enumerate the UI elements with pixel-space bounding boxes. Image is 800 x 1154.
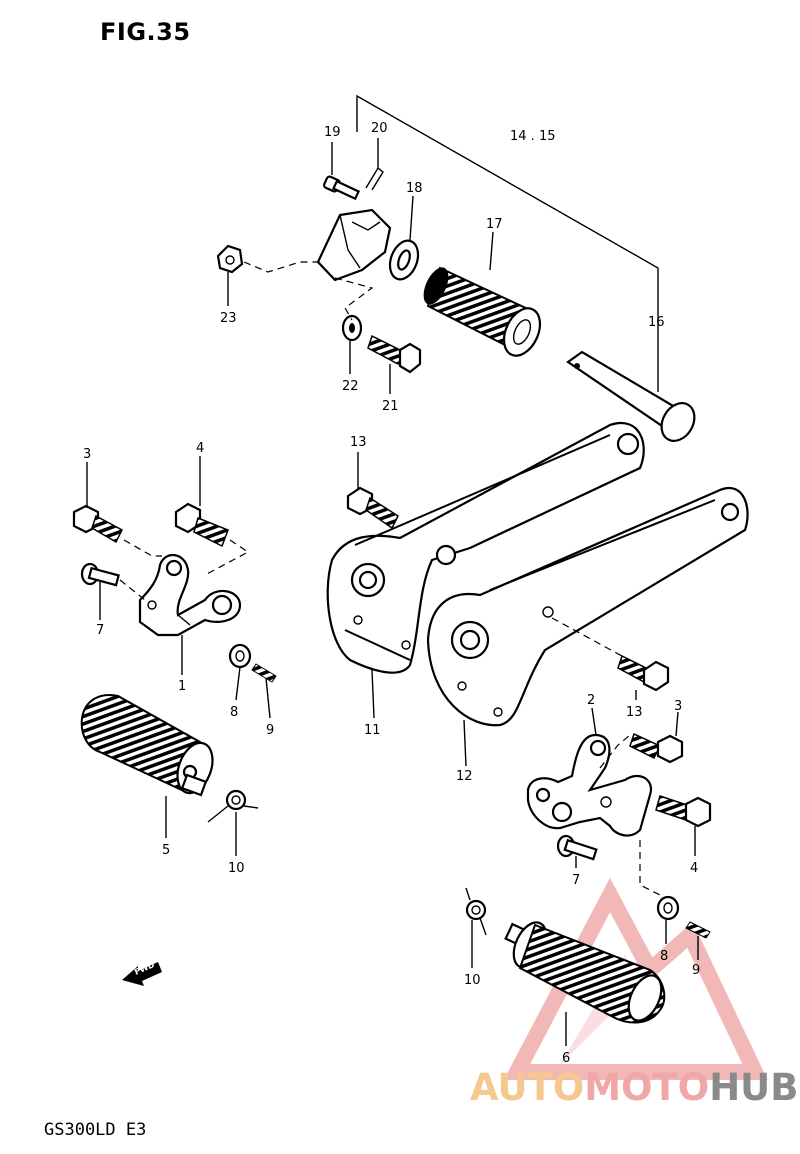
callout-7-left: 7 bbox=[96, 623, 104, 638]
callout-7-right: 7 bbox=[572, 873, 580, 888]
watermark-moto: MOTO bbox=[584, 1066, 710, 1109]
part-13-bolt-upper bbox=[346, 486, 399, 530]
callout-23: 23 bbox=[220, 311, 237, 326]
part-2-bracket-right bbox=[526, 733, 653, 837]
part-7-pin-right bbox=[556, 834, 598, 861]
callout-6: 6 bbox=[562, 1051, 570, 1066]
part-16-pin bbox=[566, 350, 696, 442]
leader-line-bracket-1 bbox=[123, 539, 162, 557]
callout-14-15: 14 . 15 bbox=[510, 129, 555, 144]
part-bracket-holder bbox=[316, 208, 392, 282]
part-9-cotter-right bbox=[685, 921, 711, 939]
callout-17: 17 bbox=[486, 217, 503, 232]
callout-10-left: 10 bbox=[228, 861, 245, 876]
callout-3-right: 3 bbox=[674, 699, 682, 714]
leader-line-bracket-2 bbox=[599, 734, 631, 769]
leader-line-22 bbox=[334, 277, 374, 321]
part-3-bolt-left bbox=[72, 504, 123, 544]
part-1-bracket-left bbox=[138, 554, 242, 637]
callout-13-upper: 13 bbox=[350, 435, 367, 450]
callout-9-left: 9 bbox=[266, 723, 274, 738]
part-21-bolt bbox=[367, 334, 422, 374]
model-code: GS300LD E3 bbox=[44, 1120, 147, 1140]
watermark-auto: AUTO bbox=[470, 1066, 585, 1109]
callout-18: 18 bbox=[406, 181, 423, 196]
callout-21: 21 bbox=[382, 399, 399, 414]
callout-8-left: 8 bbox=[230, 705, 238, 720]
watermark-text: AUTOMOTOHUB bbox=[470, 1066, 798, 1109]
leader-line-pin-7 bbox=[119, 579, 146, 601]
watermark-hub: HUB bbox=[709, 1066, 799, 1109]
callout-16: 16 bbox=[648, 315, 665, 330]
figure-title: FIG.35 bbox=[100, 18, 191, 46]
callout-22: 22 bbox=[342, 379, 359, 394]
part-13-bolt-lower bbox=[617, 654, 670, 692]
callout-11: 11 bbox=[364, 723, 381, 738]
part-20-cotter-pin bbox=[365, 166, 384, 191]
part-10-spring-right bbox=[465, 887, 487, 936]
callout-10-right: 10 bbox=[464, 973, 481, 988]
part-4-bolt-left bbox=[174, 502, 229, 548]
callout-4-right: 4 bbox=[690, 861, 698, 876]
leader-line-23 bbox=[243, 261, 320, 273]
callout-3-left: 3 bbox=[83, 447, 91, 462]
part-9-cotter-left bbox=[251, 663, 277, 683]
callout-labels: 19 20 14 . 15 18 17 16 23 22 21 13 3 4 7… bbox=[83, 121, 700, 1066]
part-5-footrest-left bbox=[80, 694, 214, 797]
forward-arrow-icon: FWD bbox=[122, 960, 162, 986]
callout-5: 5 bbox=[162, 843, 170, 858]
part-22-washer bbox=[341, 314, 363, 342]
part-3-bolt-right bbox=[629, 732, 684, 764]
part-8-washer-right bbox=[656, 895, 680, 921]
callout-13-lower: 13 bbox=[626, 705, 643, 720]
part-11-footrest-bracket bbox=[326, 422, 645, 674]
leader-line-right-parts bbox=[639, 840, 661, 896]
part-7-pin-left bbox=[80, 562, 120, 587]
part-12-footrest-bracket bbox=[426, 486, 749, 727]
leader-line-bolt-4 bbox=[204, 539, 250, 576]
part-6-footrest-right bbox=[504, 921, 666, 1024]
part-18-washer bbox=[388, 239, 420, 281]
callout-9-right: 9 bbox=[692, 963, 700, 978]
part-17-footrest-rubber bbox=[423, 266, 542, 357]
part-23-nut bbox=[216, 244, 244, 274]
part-8-washer-left bbox=[228, 643, 252, 669]
callout-4-left: 4 bbox=[196, 441, 204, 456]
part-10-spring-left bbox=[207, 789, 259, 823]
callout-2: 2 bbox=[587, 693, 595, 708]
callout-leaders bbox=[86, 138, 699, 1046]
callout-1: 1 bbox=[178, 679, 186, 694]
callout-8-right: 8 bbox=[660, 949, 668, 964]
callout-19: 19 bbox=[324, 125, 341, 140]
leader-line-13b bbox=[551, 617, 623, 657]
callout-12: 12 bbox=[456, 769, 473, 784]
part-19-bolt bbox=[323, 175, 361, 201]
part-4-bolt-right bbox=[655, 795, 712, 828]
assembly-bracket-lines bbox=[356, 94, 659, 392]
callout-20: 20 bbox=[371, 121, 388, 136]
